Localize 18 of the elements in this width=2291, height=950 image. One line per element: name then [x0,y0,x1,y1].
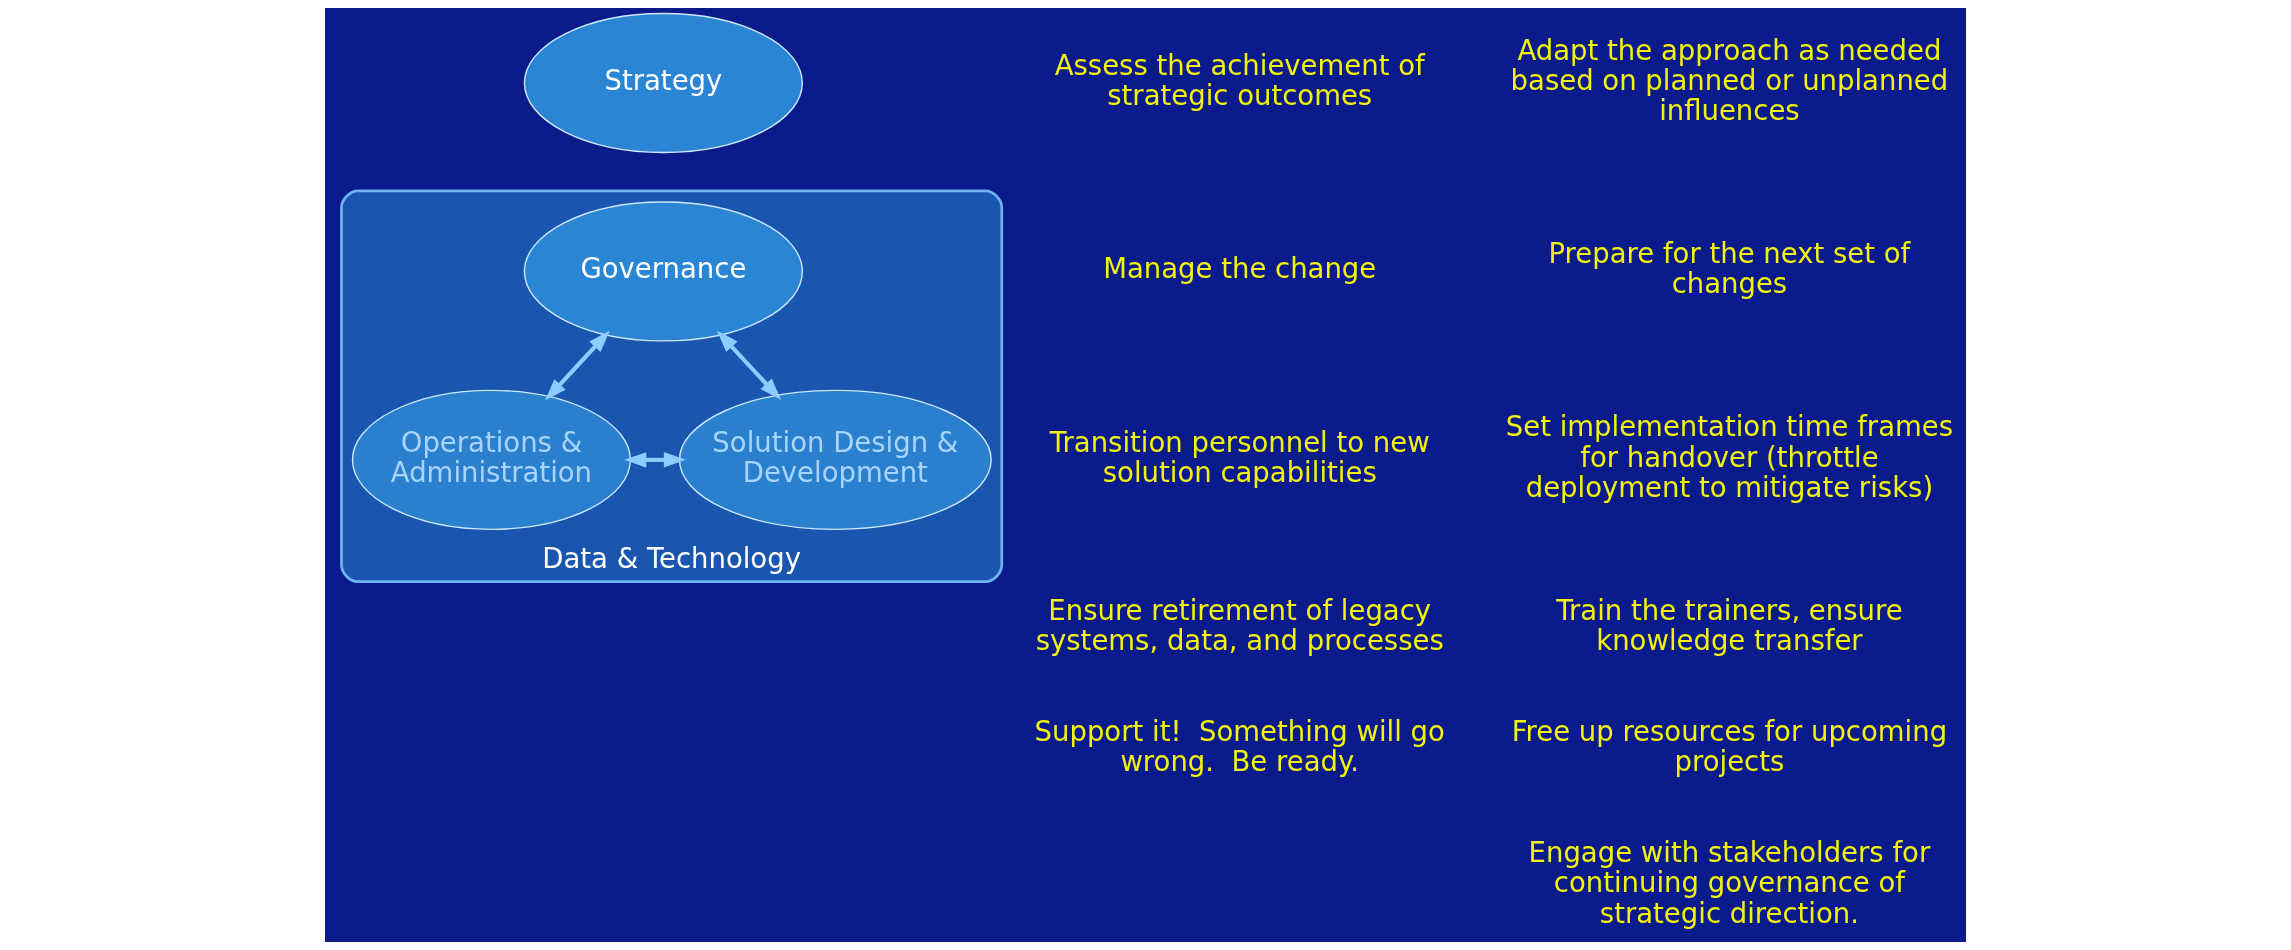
arrow [624,452,686,468]
label: Free up resources for upcoming projects [1511,715,1948,778]
arrow [716,330,782,400]
label: Support it! Something will go wrong. Be ready. [1034,715,1445,778]
label: Train the trainers, ensure knowledge transfer [1556,594,1903,657]
label: Adapt the approach as needed based on planned or unplanned influences [1510,33,1949,127]
label: Assess the achievement of strategic outcomes [1054,48,1425,111]
label: Transition personnel to new solution capabilities [1049,425,1430,488]
label: Manage the change [1103,252,1377,285]
label: Set implementation time frames for handover (throttle deployment to mitigate risks) [1505,410,1954,504]
node-ellipse: Governance [523,201,803,342]
arrow [545,330,610,401]
label: Engage with stakeholders for continuing governance of strategic direction. [1528,836,1931,929]
label: Prepare for the next set of changes [1548,237,1911,300]
node-ellipse: Strategy [523,12,803,154]
node-ellipse: Solution Design & Development [678,389,992,531]
label: Ensure retirement of legacy systems, data, and processes [1035,594,1444,657]
node-ellipse: Operations & Administration [351,389,632,531]
